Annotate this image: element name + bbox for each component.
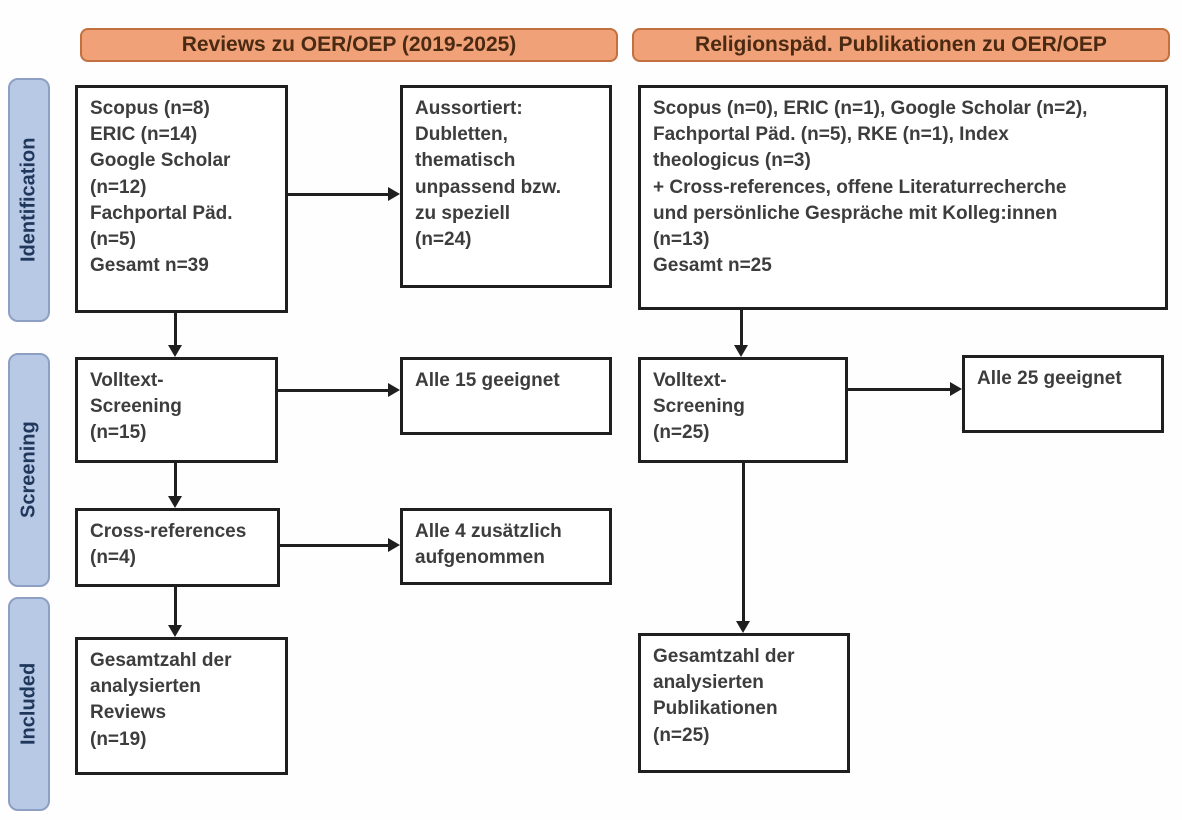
arrow-reviews-id-to-volltext bbox=[168, 313, 182, 357]
arrow-volltext-to-alle15 bbox=[278, 383, 400, 397]
box-alle-4-aufgenommen: Alle 4 zusätzlich aufgenommen bbox=[400, 508, 612, 585]
arrow-volltext-to-crossref bbox=[168, 463, 182, 508]
arrow-relpaed-id-to-volltext bbox=[734, 310, 748, 357]
arrow-reviews-id-to-aussortiert bbox=[288, 187, 400, 201]
arrow-crossref-to-alle4 bbox=[280, 538, 400, 552]
arrow-crossref-to-gesamt-reviews bbox=[168, 587, 182, 637]
box-gesamtzahl-publikationen: Gesamtzahl der analysierten Publikatione… bbox=[638, 633, 850, 773]
arrow-volltext-to-gesamt-publikationen bbox=[736, 463, 750, 633]
box-volltext-screening-publikationen: Volltext- Screening (n=25) bbox=[638, 357, 848, 463]
box-aussortiert: Aussortiert: Dubletten, thematisch unpas… bbox=[400, 85, 612, 288]
arrow-volltext-to-alle25 bbox=[848, 382, 962, 396]
box-gesamtzahl-reviews: Gesamtzahl der analysierten Reviews (n=1… bbox=[75, 637, 288, 775]
column-header-reviews: Reviews zu OER/OEP (2019-2025) bbox=[80, 28, 618, 62]
stage-label-included: Included bbox=[8, 597, 50, 811]
stage-label-identification: Identification bbox=[8, 78, 50, 322]
box-volltext-screening-reviews: Volltext- Screening (n=15) bbox=[75, 357, 278, 463]
column-header-religionspaed: Religionspäd. Publikationen zu OER/OEP bbox=[632, 28, 1170, 62]
box-reviews-identification: Scopus (n=8) ERIC (n=14) Google Scholar … bbox=[75, 85, 288, 313]
box-alle-25-geeignet: Alle 25 geeignet bbox=[962, 355, 1164, 433]
box-alle-15-geeignet: Alle 15 geeignet bbox=[400, 357, 612, 435]
box-religionspaed-identification: Scopus (n=0), ERIC (n=1), Google Scholar… bbox=[638, 85, 1168, 310]
stage-label-screening: Screening bbox=[8, 353, 50, 587]
box-cross-references: Cross-references (n=4) bbox=[75, 508, 280, 587]
